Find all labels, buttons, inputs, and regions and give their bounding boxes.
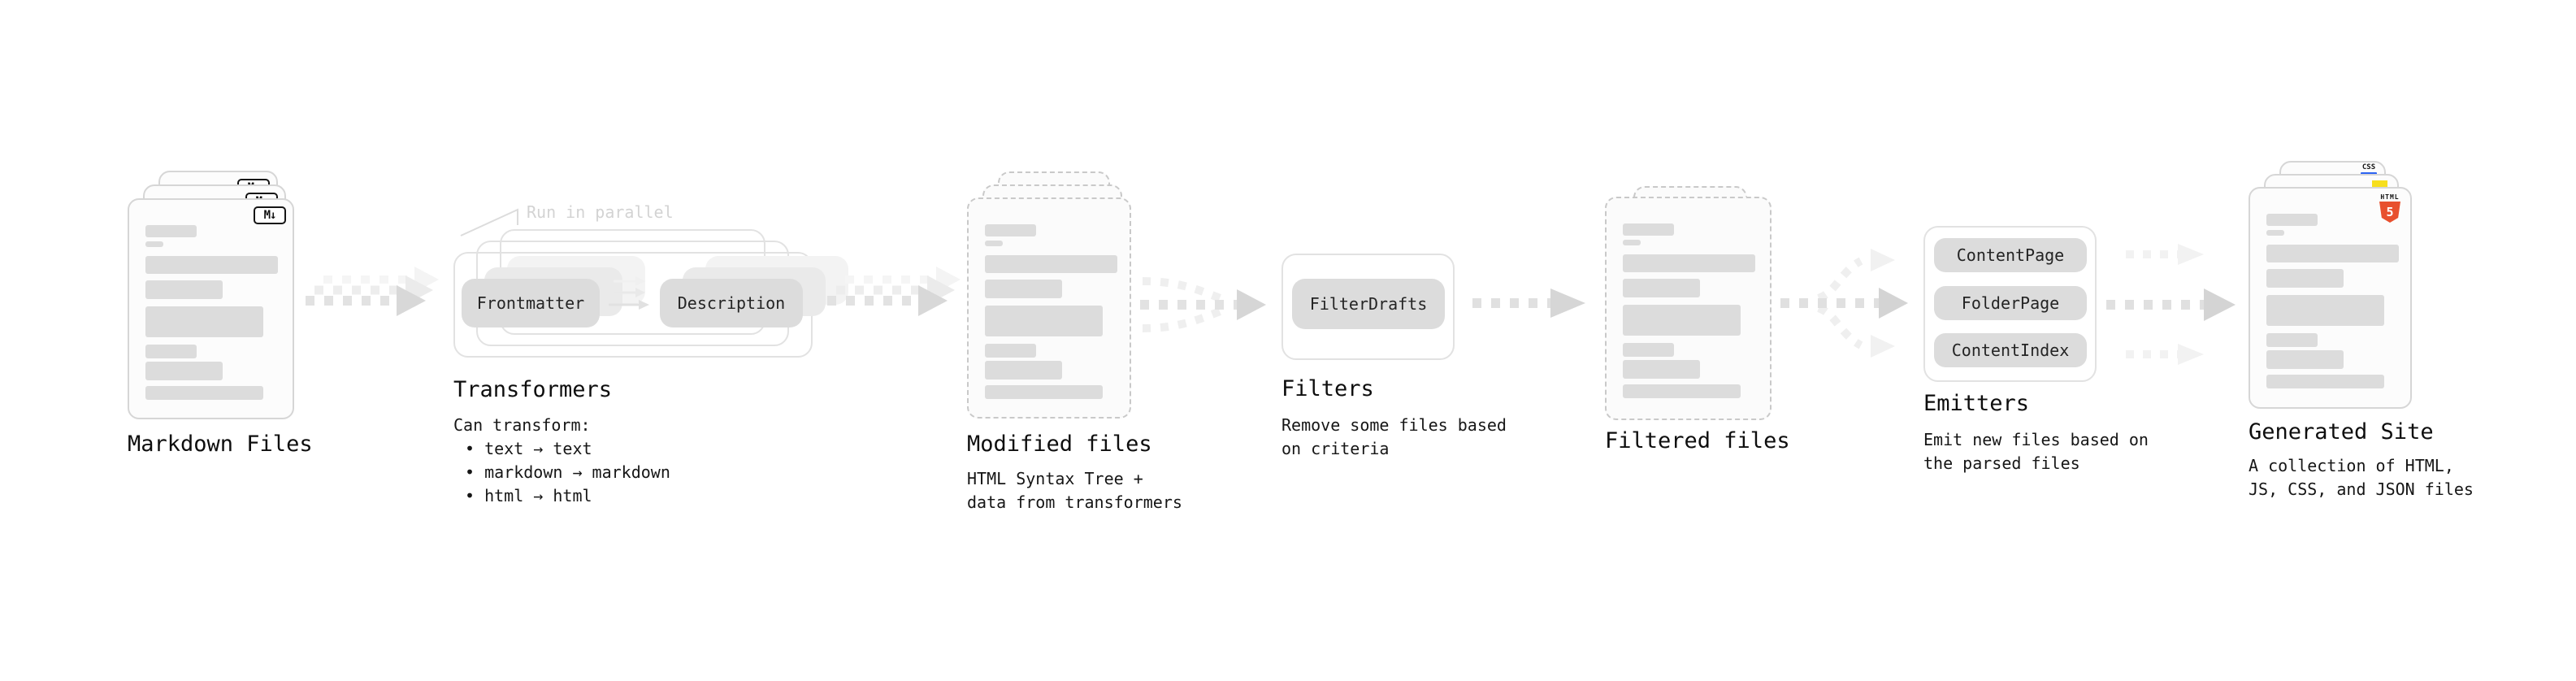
placeholder-bar	[985, 385, 1103, 399]
stage-label-filters: Filters	[1281, 376, 1374, 401]
caption-line: data from transformers	[967, 492, 1182, 512]
caption-bullet: • markdown → markdown	[465, 462, 670, 482]
caption-bullet: • html → html	[465, 486, 592, 505]
placeholder-bar	[985, 361, 1062, 380]
placeholder-bar	[1623, 305, 1741, 336]
placeholder-bar	[985, 224, 1036, 236]
stage-label-transformers: Transformers	[453, 377, 613, 402]
placeholder-bar	[145, 256, 278, 274]
placeholder-bar	[2266, 350, 2344, 369]
html5-icon: HTML 5	[2379, 193, 2400, 223]
transformer-chip-description: Description	[660, 279, 803, 327]
arrow-emitters-to-generated	[2106, 244, 2236, 365]
modified-files-caption: HTML Syntax Tree + data from transformer…	[967, 467, 1182, 514]
emitters-panel	[1923, 226, 2097, 382]
placeholder-bar	[985, 255, 1117, 273]
document-content-placeholder	[985, 224, 1117, 399]
modified-file-front	[967, 197, 1131, 419]
html5-icon-word: HTML	[2380, 193, 2400, 201]
placeholder-bar	[145, 306, 263, 337]
filters-caption: Remove some files based on criteria	[1281, 414, 1507, 461]
filters-panel	[1281, 254, 1455, 360]
emitter-chip-contentindex: ContentIndex	[1934, 333, 2087, 367]
placeholder-bar	[145, 345, 197, 358]
annotation-leader-line	[460, 208, 518, 236]
document-content-placeholder	[1623, 223, 1755, 398]
stage-label-generated-site: Generated Site	[2249, 419, 2434, 445]
placeholder-bar	[985, 344, 1036, 358]
caption-line: Remove some files based	[1281, 415, 1507, 435]
stage-label-modified-files: Modified files	[967, 432, 1152, 457]
generated-file-html: HTML 5	[2249, 187, 2412, 409]
stage-label-emitters: Emitters	[1923, 391, 2030, 416]
placeholder-bar	[2266, 375, 2384, 388]
html5-icon-number: 5	[2386, 205, 2394, 219]
placeholder-bar	[1623, 254, 1755, 272]
placeholder-bar	[2266, 269, 2344, 288]
emitter-chip-contentpage: ContentPage	[1934, 238, 2087, 272]
placeholder-bar	[2266, 245, 2399, 262]
document-content-placeholder	[145, 225, 278, 400]
placeholder-bar	[145, 280, 223, 299]
transformers-caption: Can transform: • text → text • markdown …	[453, 414, 670, 508]
placeholder-bar	[985, 280, 1062, 298]
filtered-file-front	[1605, 197, 1772, 420]
filter-chip-filterdrafts: FilterDrafts	[1292, 279, 1445, 329]
arrow-markdown-to-transformers	[306, 267, 439, 316]
css-icon-label: CSS	[2361, 163, 2376, 171]
caption-line: Emit new files based on	[1923, 430, 2149, 449]
placeholder-bar	[145, 225, 197, 237]
caption-line: Can transform:	[453, 415, 591, 435]
placeholder-bar	[1623, 360, 1700, 379]
placeholder-bar	[2266, 333, 2318, 347]
markdown-icon: M↓	[254, 206, 286, 224]
caption-line: JS, CSS, and JSON files	[2249, 479, 2474, 499]
markdown-file-front: M↓	[128, 198, 294, 419]
arrow-filtered-to-emitters	[1780, 249, 1908, 358]
stage-label-filtered-files: Filtered files	[1605, 428, 1790, 453]
run-in-parallel-annotation: Run in parallel	[527, 202, 674, 222]
emitters-caption: Emit new files based on the parsed files	[1923, 428, 2149, 475]
placeholder-bar	[1623, 240, 1641, 245]
placeholder-bar	[2266, 295, 2384, 326]
arrow-filters-to-filtered	[1472, 288, 1585, 318]
caption-line: A collection of HTML,	[2249, 456, 2454, 475]
placeholder-bar	[145, 241, 163, 247]
generated-site-caption: A collection of HTML, JS, CSS, and JSON …	[2249, 454, 2474, 501]
arrow-modified-to-filters	[1140, 277, 1266, 332]
placeholder-bar	[985, 241, 1003, 246]
arrow-transformers-to-modified	[827, 267, 961, 316]
emitter-chip-folderpage: FolderPage	[1934, 286, 2087, 320]
caption-line: HTML Syntax Tree +	[967, 469, 1143, 488]
placeholder-bar	[145, 362, 223, 380]
placeholder-bar	[2266, 230, 2284, 236]
placeholder-bar	[985, 306, 1103, 336]
caption-line: the parsed files	[1923, 453, 2080, 473]
placeholder-bar	[1623, 223, 1674, 236]
caption-bullet: • text → text	[465, 439, 592, 458]
placeholder-bar	[1623, 279, 1700, 297]
stage-label-markdown-files: Markdown Files	[128, 432, 313, 457]
document-content-placeholder	[2266, 214, 2399, 388]
transformer-chip-frontmatter: Frontmatter	[462, 279, 600, 327]
caption-line: on criteria	[1281, 439, 1390, 458]
placeholder-bar	[2266, 214, 2318, 226]
placeholder-bar	[1623, 343, 1674, 357]
placeholder-bar	[1623, 384, 1741, 398]
placeholder-bar	[145, 386, 263, 400]
parallel-arrows-icon	[609, 276, 649, 310]
